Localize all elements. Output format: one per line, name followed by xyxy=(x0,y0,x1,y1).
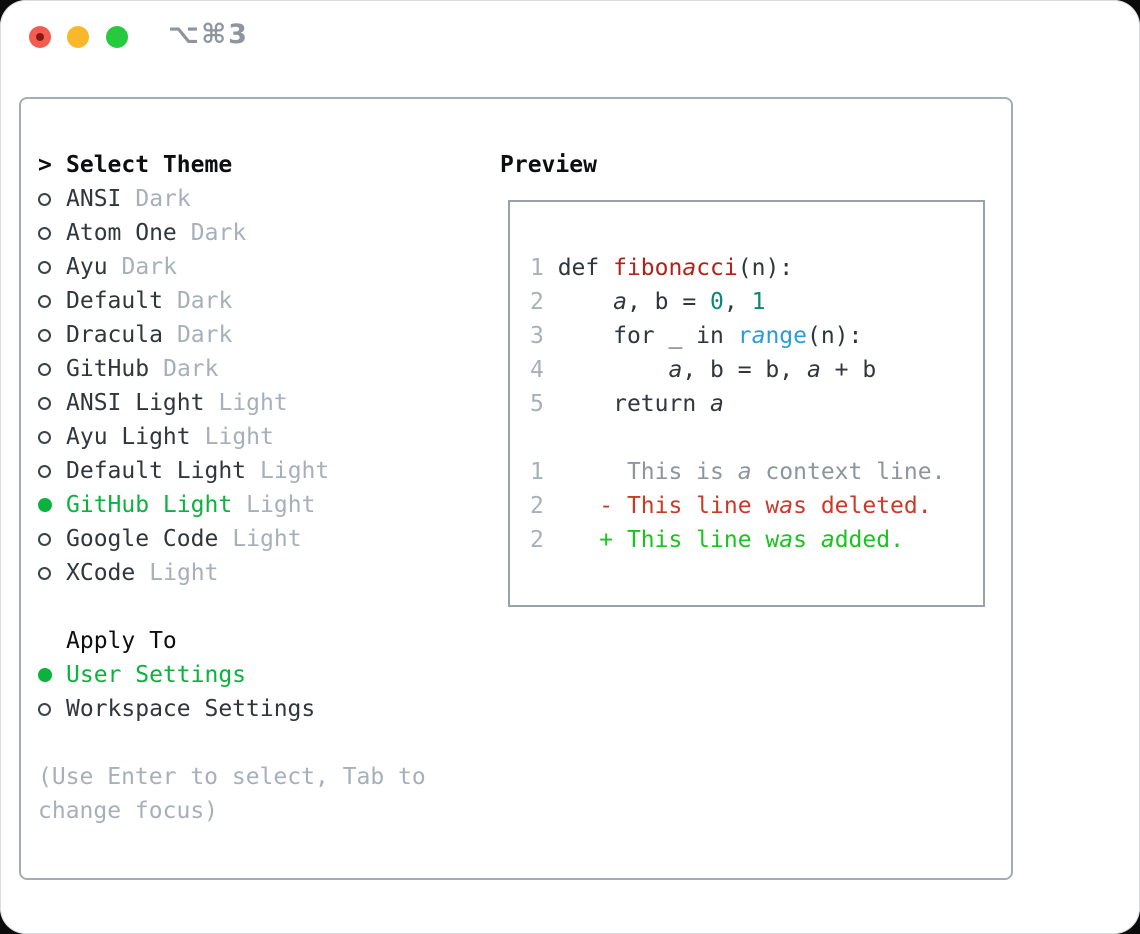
option-label: Atom One xyxy=(66,220,177,246)
theme-variant-tag: Light xyxy=(218,390,288,416)
preview-heading: Preview xyxy=(500,152,597,178)
option-label: Default xyxy=(66,288,163,314)
option-label: ANSI Light xyxy=(66,390,205,416)
theme-variant-tag: Light xyxy=(204,424,274,450)
theme-option[interactable]: ANSI Light Light xyxy=(38,386,483,420)
window-title: ⌥⌘3 xyxy=(168,19,249,50)
theme-variant-tag: Dark xyxy=(135,186,191,212)
radio-icon xyxy=(38,430,51,444)
theme-option[interactable]: Ayu Dark xyxy=(38,250,483,284)
radio-icon xyxy=(38,192,51,206)
close-button[interactable] xyxy=(29,26,51,48)
radio-selected-icon xyxy=(38,668,52,682)
radio-icon xyxy=(38,396,51,410)
prompt-chevron: > xyxy=(38,152,52,178)
theme-variant-tag: Light xyxy=(232,526,302,552)
option-label: Default Light xyxy=(66,458,247,484)
zoom-button[interactable] xyxy=(106,26,128,48)
preview-column: Preview 1 def fibonacci(n): 2 a, b = 0, 1… xyxy=(500,148,985,607)
theme-option[interactable]: Dracula Dark xyxy=(38,318,483,352)
option-label: Dracula xyxy=(66,322,163,348)
code-line: 5 return a xyxy=(530,391,724,417)
select-theme-heading: Select Theme xyxy=(66,152,233,178)
line-number: 1 xyxy=(530,255,558,281)
code-line xyxy=(530,421,983,455)
theme-variant-tag: Dark xyxy=(121,254,177,280)
line-number: 4 xyxy=(530,357,558,383)
line-number: 5 xyxy=(530,391,558,417)
theme-option[interactable]: Ayu Light Light xyxy=(38,420,483,454)
apply-to-heading: Apply To xyxy=(66,628,177,654)
theme-variant-tag: Dark xyxy=(176,288,233,314)
option-label: Ayu Light xyxy=(66,424,191,450)
line-number: 2 xyxy=(530,289,558,315)
titlebar: ⌥⌘3 xyxy=(0,0,1140,97)
radio-icon xyxy=(38,328,51,342)
theme-option[interactable]: Default Light Light xyxy=(38,454,483,488)
theme-option[interactable]: GitHub Dark xyxy=(38,352,483,386)
theme-variant-tag: Dark xyxy=(163,356,219,382)
preview-box: 1 def fibonacci(n): 2 a, b = 0, 1 3 for _ … xyxy=(508,200,985,607)
theme-variant-tag: Light xyxy=(246,492,316,518)
radio-icon xyxy=(38,294,51,308)
usage-hint: (Use Enter to select, Tab to change focu… xyxy=(38,764,426,824)
spacer xyxy=(38,590,483,624)
line-number: 1 xyxy=(530,459,558,485)
apply-to-option[interactable]: Workspace Settings xyxy=(38,692,483,726)
code-line: 2 - This line was deleted. xyxy=(530,493,932,519)
radio-icon xyxy=(38,532,51,546)
radio-icon xyxy=(38,702,51,716)
theme-variant-tag: Dark xyxy=(190,220,247,246)
theme-variant-tag: Light xyxy=(260,458,330,484)
theme-variant-tag: Dark xyxy=(176,322,233,348)
line-number: 2 xyxy=(530,527,558,553)
option-label: Ayu xyxy=(66,254,108,280)
option-label: User Settings xyxy=(66,662,247,688)
theme-option[interactable]: XCode Light xyxy=(38,556,483,590)
theme-variant-tag: Light xyxy=(149,560,219,586)
code-line: 3 for _ in range(n): xyxy=(530,323,863,349)
line-number: 2 xyxy=(530,493,558,519)
code-preview: 1 def fibonacci(n): 2 a, b = 0, 1 3 for _ … xyxy=(530,251,983,557)
radio-icon xyxy=(38,226,51,240)
option-label: ANSI xyxy=(66,186,122,212)
radio-icon xyxy=(38,464,51,478)
line-number: 3 xyxy=(530,323,558,349)
option-label: XCode xyxy=(66,560,136,586)
theme-option[interactable]: Atom One Dark xyxy=(38,216,483,250)
radio-icon xyxy=(38,260,51,274)
code-line: 2 + This line was added. xyxy=(530,527,904,553)
apply-to-header-row: Apply To xyxy=(38,624,483,658)
code-line: 2 a, b = 0, 1 xyxy=(530,289,766,315)
minimize-button[interactable] xyxy=(67,26,89,48)
radio-icon xyxy=(38,566,51,580)
select-theme-header-row: > Select Theme xyxy=(38,148,483,182)
apply-to-option[interactable]: User Settings xyxy=(38,658,483,692)
code-line: 4 a, b = b, a + b xyxy=(530,357,877,383)
option-label: Workspace Settings xyxy=(66,696,316,722)
close-dot-icon xyxy=(36,33,44,41)
line-number xyxy=(530,425,558,451)
option-label: GitHub xyxy=(66,356,150,382)
code-line: 1 This is a context line. xyxy=(530,459,946,485)
spacer xyxy=(38,726,483,760)
radio-icon xyxy=(38,362,51,376)
theme-option[interactable]: ANSI Dark xyxy=(38,182,483,216)
theme-option[interactable]: Default Dark xyxy=(38,284,483,318)
code-line: 1 def fibonacci(n): xyxy=(530,255,794,281)
option-label: GitHub Light xyxy=(66,492,233,518)
option-label: Google Code xyxy=(66,526,219,552)
radio-selected-icon xyxy=(38,498,52,512)
theme-option[interactable]: Google Code Light xyxy=(38,522,483,556)
theme-option[interactable]: GitHub Light Light xyxy=(38,488,483,522)
